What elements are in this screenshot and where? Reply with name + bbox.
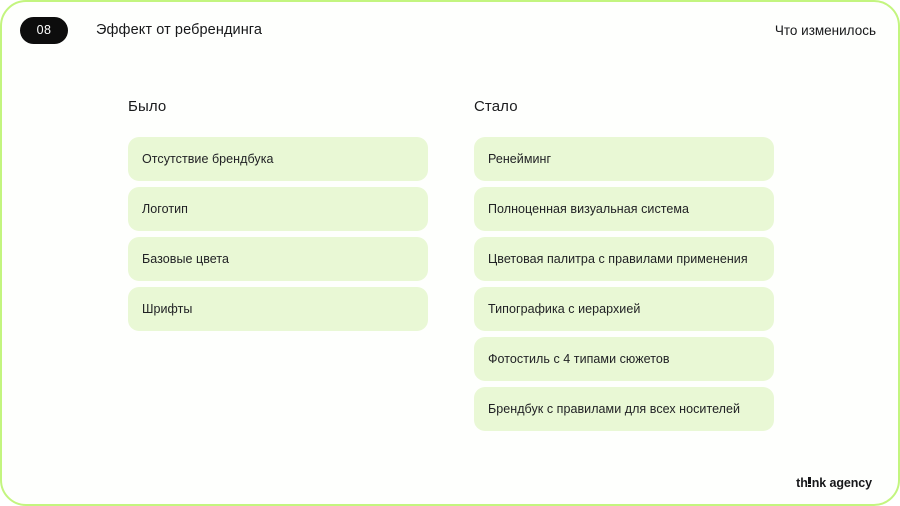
list-item: Цветовая палитра с правилами применения <box>474 237 774 281</box>
slide-header: 08 Эффект от ребрендинга Что изменилось <box>2 2 898 58</box>
list-item: Фотостиль с 4 типами сюжетов <box>474 337 774 381</box>
column-before: Было Отсутствие брендбука Логотип Базовы… <box>128 98 428 431</box>
list-item: Логотип <box>128 187 428 231</box>
header-section-label: Что изменилось <box>774 22 876 38</box>
list-item: Шрифты <box>128 287 428 331</box>
page-title: Эффект от ребрендинга <box>96 22 263 38</box>
logo-text-prefix: th <box>796 476 808 490</box>
list-item: Ренейминг <box>474 137 774 181</box>
column-heading-after: Стало <box>474 98 518 115</box>
list-item: Полноценная визуальная система <box>474 187 774 231</box>
comparison-columns: Было Отсутствие брендбука Логотип Базовы… <box>128 98 774 431</box>
list-item: Базовые цвета <box>128 237 428 281</box>
list-item: Брендбук с правилами для всех носителей <box>474 387 774 431</box>
column-heading-before: Было <box>128 98 167 115</box>
pill-list-before: Отсутствие брендбука Логотип Базовые цве… <box>128 137 428 331</box>
list-item: Типографика с иерархией <box>474 287 774 331</box>
slide-number-badge: 08 <box>20 16 68 44</box>
logo-text-suffix: nk agency <box>811 476 872 490</box>
pill-list-after: Ренейминг Полноценная визуальная система… <box>474 137 774 431</box>
column-after: Стало Ренейминг Полноценная визуальная с… <box>474 98 774 431</box>
list-item: Отсутствие брендбука <box>128 137 428 181</box>
